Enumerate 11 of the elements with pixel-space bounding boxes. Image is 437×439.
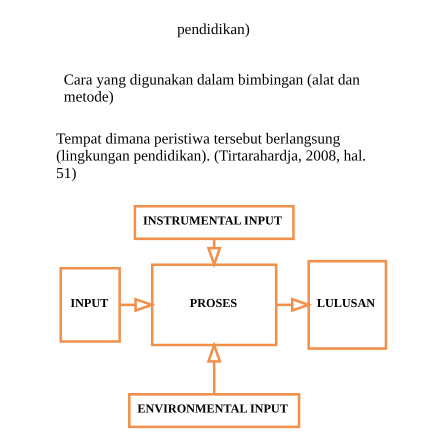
label: Tempat dimana peristiwa tersebut berlangsung (lingkungan pendidikan). (Tirtarahardja, 2008, hal. 51): [56, 130, 366, 182]
node-box: PROSES: [150, 263, 277, 346]
arrow: [119, 297, 156, 312]
node-box: LULUSAN: [306, 260, 387, 350]
label: pendidikan): [176, 21, 250, 38]
label: Cara yang digunakan dalam bimbingan (alat dan metode): [63, 71, 360, 106]
arrow: [206, 341, 222, 394]
node-box: ENVIRONMENTAL INPUT: [128, 393, 300, 428]
node-box: INPUT: [58, 267, 120, 343]
arrow: [276, 297, 312, 312]
node-box: INSTRUMENTAL INPUT: [133, 205, 294, 240]
